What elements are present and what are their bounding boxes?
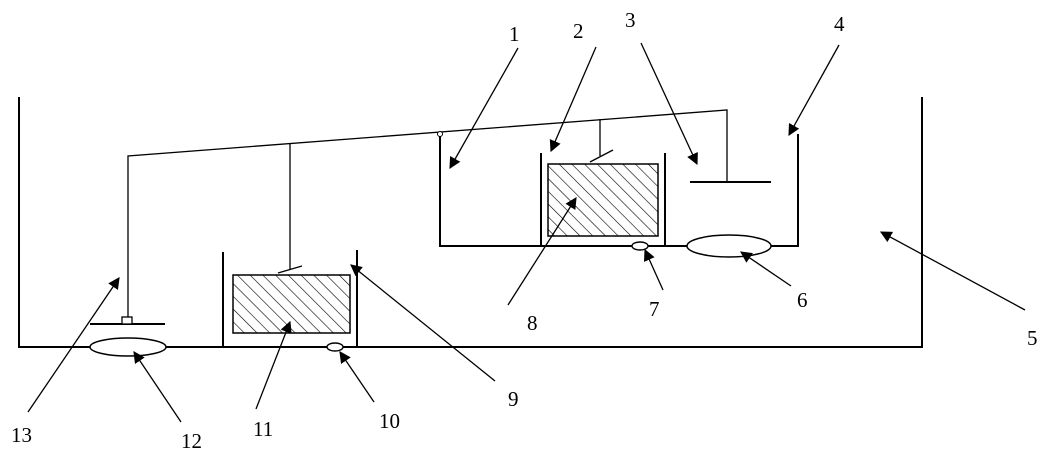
label-7: 7 [649,297,660,321]
leader-12 [133,351,182,423]
label-8: 8 [527,311,538,335]
upper-chamber-right-wall [771,134,799,247]
label-13: 13 [11,423,32,447]
leader-5 [879,231,1026,311]
float-lower [89,337,167,357]
label-3: 3 [625,8,636,32]
leader-6 [740,251,792,287]
leader-11 [255,320,292,410]
float-upper [686,234,772,258]
label-6: 6 [797,288,808,312]
leader-10 [339,351,375,403]
leader-9 [350,264,496,382]
leader-3 [640,42,698,166]
label-4: 4 [834,12,845,36]
upper-block-container [540,153,666,246]
beam-pivot [437,131,443,137]
leader-1 [449,47,519,170]
lower-valve [326,342,344,352]
upper-block [547,163,659,237]
label-11: 11 [253,417,273,441]
leader-4 [788,44,840,137]
upper-valve [631,241,649,251]
linkage-beam [127,109,728,324]
outer-tank [18,97,923,348]
label-2: 2 [573,19,584,43]
plate-lower-knob [121,316,133,325]
leader-13 [27,277,120,413]
leader-8 [507,197,577,306]
leader-7 [643,248,664,291]
label-5: 5 [1027,326,1038,350]
label-9: 9 [508,387,519,411]
lower-block [232,274,351,334]
label-1: 1 [509,22,520,46]
label-12: 12 [181,429,202,453]
leader-2 [549,46,597,153]
upper-chamber [439,133,688,247]
label-10: 10 [379,409,400,433]
lower-block-tab [277,265,303,274]
upper-block-tab [589,149,614,163]
